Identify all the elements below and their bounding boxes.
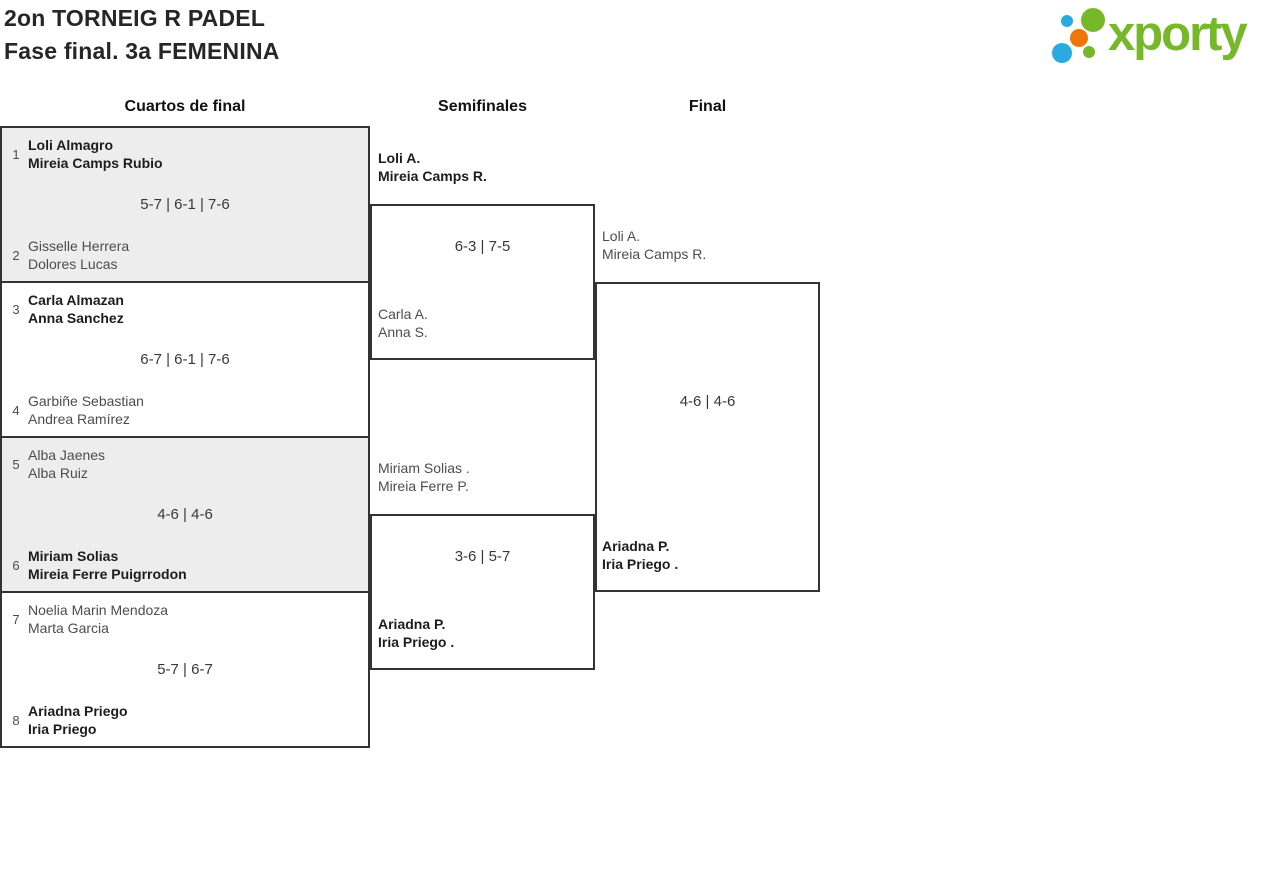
team-row: 7 Noelia Marin Mendoza Marta Garcia: [4, 601, 168, 637]
player-name: Noelia Marin Mendoza: [28, 602, 169, 618]
player-name: Marta Garcia: [28, 620, 109, 636]
seed-number: 1: [12, 146, 20, 162]
player-name: Alba Ruiz: [28, 465, 88, 481]
sf2-team-top: Miriam Solias . Mireia Ferre P.: [378, 459, 470, 495]
team-names: Gisselle Herrera Dolores Lucas: [28, 237, 129, 273]
logo-dot-icon: [1052, 43, 1072, 63]
logo-dot-icon: [1061, 15, 1073, 27]
team-row: 1 Loli Almagro Mireia Camps Rubio: [4, 136, 163, 172]
team-names: Noelia Marin Mendoza Marta Garcia: [28, 601, 168, 637]
seed-number: 7: [12, 611, 20, 627]
player-name: Miriam Solias .: [378, 460, 470, 476]
player-name: Ariadna Priego: [28, 703, 128, 719]
final-team-top: Loli A. Mireia Camps R.: [602, 227, 706, 263]
logo-dot-icon: [1083, 46, 1095, 58]
player-name: Iria Priego: [28, 721, 97, 737]
sf2-team-bottom: Ariadna P. Iria Priego .: [378, 615, 454, 651]
sf1-team-bottom: Carla A. Anna S.: [378, 305, 428, 341]
player-name: Garbiñe Sebastian: [28, 393, 144, 409]
match-score: 4-6 | 4-6: [157, 506, 213, 523]
player-name: Anna Sanchez: [28, 310, 124, 326]
player-name: Mireia Camps Rubio: [28, 155, 163, 171]
match-score: 6-7 | 6-1 | 7-6: [140, 351, 230, 368]
player-name: Carla Almazan: [28, 292, 124, 308]
player-name: Mireia Camps R.: [378, 168, 487, 184]
column-header-semifinales: Semifinales: [438, 98, 527, 115]
team-row: 5 Alba Jaenes Alba Ruiz: [4, 446, 105, 482]
player-name: Mireia Ferre P.: [378, 478, 469, 494]
player-name: Mireia Ferre Puigrrodon: [28, 566, 187, 582]
player-name: Ariadna P.: [602, 538, 670, 554]
team-row: 4 Garbiñe Sebastian Andrea Ramírez: [4, 392, 144, 428]
player-name: Loli A.: [378, 150, 421, 166]
team-row: 2 Gisselle Herrera Dolores Lucas: [4, 237, 129, 273]
match-box-qf3: 5 Alba Jaenes Alba Ruiz 4-6 | 4-6 6 Miri…: [0, 436, 370, 593]
column-header-cuartos: Cuartos de final: [124, 98, 246, 115]
player-name: Carla A.: [378, 306, 428, 322]
seed-number: 6: [12, 557, 20, 573]
column-header-final: Final: [688, 98, 727, 115]
player-name: Mireia Camps R.: [602, 246, 707, 262]
player-name: Anna S.: [378, 324, 428, 340]
team-row: 6 Miriam Solias Mireia Ferre Puigrrodon: [4, 547, 187, 583]
team-names: Garbiñe Sebastian Andrea Ramírez: [28, 392, 144, 428]
player-name: Loli A.: [602, 228, 641, 244]
match-score: 6-3 | 7-5: [454, 238, 511, 255]
player-name: Ariadna P.: [378, 616, 446, 632]
player-name: Loli Almagro: [28, 137, 114, 153]
team-names: Miriam Solias Mireia Ferre Puigrrodon: [28, 547, 187, 583]
logo-dot-icon: [1070, 29, 1088, 47]
page-title-line2: Fase final. 3a FEMENINA: [4, 38, 280, 64]
player-name: Dolores Lucas: [28, 256, 118, 272]
team-names: Carla Almazan Anna Sanchez: [28, 291, 124, 327]
seed-number: 8: [12, 712, 20, 728]
team-names: Alba Jaenes Alba Ruiz: [28, 446, 105, 482]
player-name: Alba Jaenes: [28, 447, 106, 463]
team-names: Ariadna Priego Iria Priego: [28, 702, 128, 738]
match-box-sf1: 6-3 | 7-5: [370, 204, 595, 360]
match-box-qf1: 1 Loli Almagro Mireia Camps Rubio 5-7 | …: [0, 126, 370, 283]
logo-dot-icon: [1081, 8, 1105, 32]
seed-number: 5: [12, 456, 20, 472]
team-names: Loli Almagro Mireia Camps Rubio: [28, 136, 163, 172]
page-title-line1: 2on TORNEIG R PADEL: [4, 5, 266, 31]
match-score: 5-7 | 6-1 | 7-6: [140, 196, 230, 213]
page-title: 2on TORNEIG R PADEL Fase final. 3a FEMEN…: [4, 2, 280, 68]
seed-number: 2: [12, 247, 20, 263]
player-name: Iria Priego .: [378, 634, 455, 650]
seed-number: 3: [12, 301, 20, 317]
match-score: 4-6 | 4-6: [679, 393, 736, 410]
logo-wordmark: xporty: [1108, 7, 1248, 61]
match-box-final: 4-6 | 4-6: [595, 282, 820, 592]
match-box-sf2: 3-6 | 5-7: [370, 514, 595, 670]
match-score: 3-6 | 5-7: [454, 548, 511, 565]
player-name: Gisselle Herrera: [28, 238, 130, 254]
match-box-qf2: 3 Carla Almazan Anna Sanchez 6-7 | 6-1 |…: [0, 281, 370, 438]
player-name: Andrea Ramírez: [28, 411, 130, 427]
final-team-bottom: Ariadna P. Iria Priego .: [602, 537, 678, 573]
team-row: 8 Ariadna Priego Iria Priego: [4, 702, 128, 738]
match-box-qf4: 7 Noelia Marin Mendoza Marta Garcia 5-7 …: [0, 591, 370, 748]
team-row: 3 Carla Almazan Anna Sanchez: [4, 291, 124, 327]
player-name: Iria Priego .: [602, 556, 679, 572]
match-score: 5-7 | 6-7: [157, 661, 213, 678]
xporty-logo[interactable]: xporty: [1050, 0, 1280, 72]
seed-number: 4: [12, 402, 20, 418]
sf1-team-top: Loli A. Mireia Camps R.: [378, 149, 487, 185]
player-name: Miriam Solias: [28, 548, 119, 564]
